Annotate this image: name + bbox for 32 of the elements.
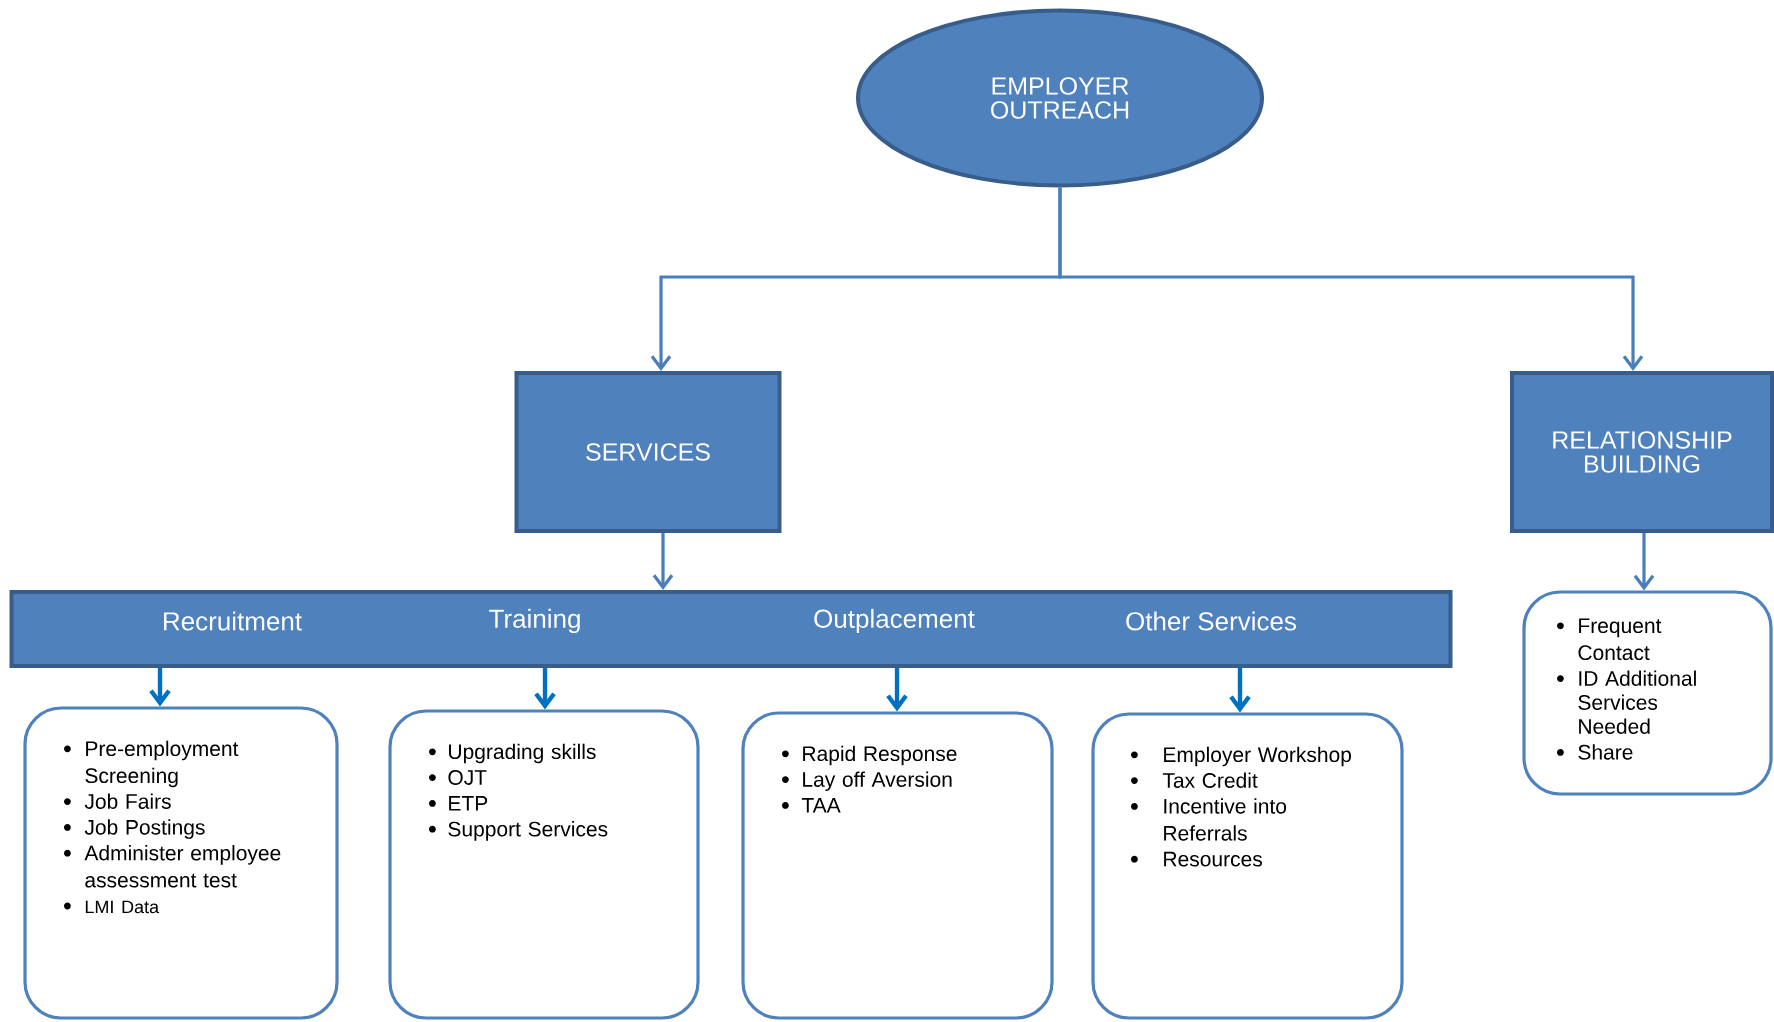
arrow bbox=[1633, 533, 1655, 591]
arrow bbox=[1058, 187, 1644, 371]
list-item: Rapid Response bbox=[803, 745, 957, 766]
list-item: Employer Workshop bbox=[1164, 746, 1351, 767]
list-item: Support Services bbox=[448, 821, 608, 841]
arrow bbox=[886, 668, 908, 712]
list-item: Upgrading skills bbox=[449, 743, 596, 764]
list-item: Administer employee assessment test bbox=[84, 845, 281, 888]
band-label: Other Services bbox=[1126, 611, 1296, 631]
list-item: ETP bbox=[449, 796, 488, 811]
arrow bbox=[149, 668, 171, 707]
category-box: RELATIONSHIP BUILDING bbox=[1510, 371, 1774, 533]
arrow bbox=[534, 668, 556, 710]
list-item: OJT bbox=[448, 770, 487, 785]
list-item: Tax Credit bbox=[1162, 772, 1258, 788]
list-item: Incentive into Referrals bbox=[1164, 798, 1287, 841]
list-item: Pre-employment Screening bbox=[85, 740, 239, 788]
list-item: TAA bbox=[801, 798, 841, 813]
arrow bbox=[1229, 668, 1251, 713]
list-item: Lay off Aversion bbox=[803, 771, 952, 792]
category-box: SERVICES bbox=[514, 371, 782, 533]
list-item: ID Additional Services Needed bbox=[1578, 670, 1696, 734]
arrow bbox=[652, 533, 674, 590]
list-item: Share bbox=[1578, 744, 1633, 760]
band-label: Training bbox=[489, 608, 580, 634]
list-item: Job Fairs bbox=[84, 793, 171, 809]
list-item: Resources bbox=[1164, 851, 1262, 867]
list-item: Job Postings bbox=[84, 819, 205, 839]
list-item: Frequent Contact bbox=[1578, 618, 1662, 661]
band-label: Outplacement bbox=[814, 608, 975, 634]
list-item: LMI Data bbox=[85, 900, 160, 914]
band-label: Recruitment bbox=[164, 611, 302, 631]
